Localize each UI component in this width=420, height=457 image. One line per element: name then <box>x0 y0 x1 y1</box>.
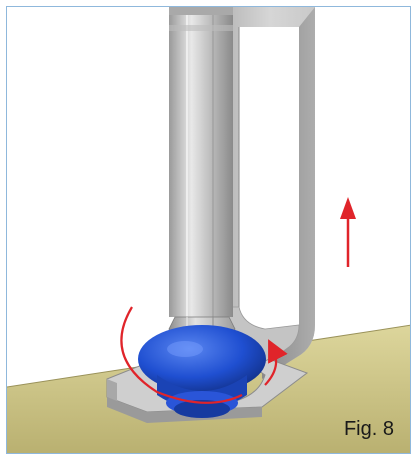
rubber-foot <box>138 325 266 418</box>
figure-label: Fig. 8 <box>343 418 394 440</box>
hex-shaft <box>169 7 233 317</box>
lift-arrow <box>340 197 356 267</box>
rotation-arrow <box>120 306 288 404</box>
figure-frame: Fig. 8 <box>6 6 411 454</box>
assembly-illustration <box>7 7 410 453</box>
